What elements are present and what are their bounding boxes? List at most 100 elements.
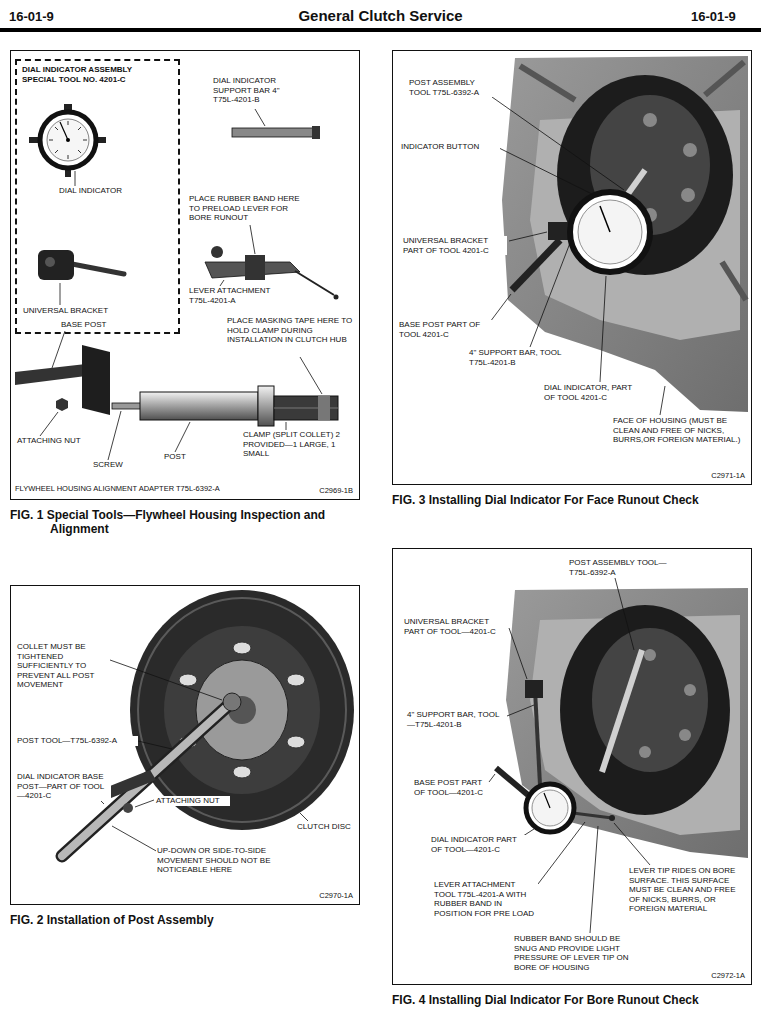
callout-label: LEVER ATTACHMENT TOOL T75L-4201-A WITH R… — [433, 880, 538, 918]
leader-line — [255, 109, 265, 126]
dial-indicator-drawing — [68, 121, 69, 125]
leader-line — [590, 826, 598, 933]
alignment-post-drawing — [274, 396, 338, 420]
clutch-disc-drawing — [138, 598, 346, 822]
callout-label: UNIVERSAL BRACKET PART OF TOOL—4201-C — [403, 617, 508, 636]
leader-line — [507, 705, 534, 716]
tool-group-box: DIAL INDICATOR ASSEMBLY SPECIAL TOOL NO.… — [15, 59, 180, 334]
figure-code: C2970-1A — [319, 891, 353, 900]
callout-label: ATTACHING NUT — [16, 436, 91, 446]
leader-line — [138, 741, 172, 749]
callout-label: DIAL INDICATOR PART OF TOOL—4201-C — [430, 835, 530, 854]
clutch-disc-drawing — [233, 642, 251, 654]
leader-line — [538, 822, 585, 884]
callout-label: BASE POST PART OF TOOL—4201-C — [413, 778, 488, 797]
dial-indicator-photo — [578, 200, 642, 264]
housing-photo — [520, 66, 575, 100]
callout-label: CLAMP (SPLIT COLLET) 2 PROVIDED—1 LARGE,… — [242, 430, 354, 459]
housing-photo — [639, 746, 651, 758]
housing-photo — [506, 588, 748, 858]
post-tool-drawing — [123, 803, 133, 813]
callout-label: POST ASSEMBLY TOOL T75L-6392-A — [408, 78, 498, 97]
base-post-drawing — [82, 345, 110, 415]
callout-label: LEVER TIP RIDES ON BORE SURFACE. THIS SU… — [628, 866, 746, 914]
leader-line — [175, 422, 190, 452]
housing-photo — [506, 588, 748, 858]
page-number: 16-01-9 — [8, 10, 78, 24]
dial-indicator-photo — [532, 790, 568, 826]
leader-line — [489, 774, 495, 782]
page-title: General Clutch Service — [0, 7, 761, 24]
callout-label: DIAL INDICATOR BASE POST—PART OF TOOL—42… — [16, 772, 111, 801]
housing-photo — [560, 605, 730, 815]
dial-indicator-photo — [496, 768, 528, 795]
leader-line — [40, 412, 58, 436]
page-number: 16-01-9 — [690, 10, 756, 24]
leader-line — [490, 97, 665, 415]
dial-indicator-drawing — [78, 150, 81, 153]
callout-label: COLLET MUST BE TIGHTENED SUFFICIENTLY TO… — [16, 642, 110, 690]
clutch-disc-drawing — [164, 626, 320, 794]
housing-photo — [722, 262, 746, 300]
base-post-drawing — [15, 364, 86, 385]
housing-photo — [679, 729, 691, 741]
dial-indicator-drawing — [78, 127, 81, 130]
lever-attachment-drawing — [245, 255, 265, 280]
dial-indicator-drawing — [47, 119, 89, 161]
support-bar-drawing — [232, 126, 320, 139]
lever-attachment-drawing — [295, 271, 334, 295]
callout-label: DIAL INDICATOR SUPPORT BAR 4" T75L-4201-… — [212, 76, 300, 105]
base-post-drawing — [15, 345, 110, 415]
callout-label: PLACE RUBBER BAND HERE TO PRELOAD LEVER … — [188, 194, 312, 223]
leader-line — [492, 97, 624, 190]
housing-photo — [602, 650, 642, 772]
dial-indicator-photo — [535, 690, 540, 785]
callout-label: INDICATOR BUTTON — [400, 142, 500, 152]
figure-frame: C2972-1AFIG. 4 Installing Dial Indicator… — [392, 548, 752, 985]
callout-label: UP-DOWN OR SIDE-TO-SIDE MOVEMENT SHOULD … — [156, 846, 284, 875]
group-heading: DIAL INDICATOR ASSEMBLY SPECIAL TOOL NO.… — [17, 61, 167, 88]
leader-line — [509, 628, 527, 679]
callout-label: BASE POST PART OF TOOL 4201-C — [398, 320, 500, 339]
clutch-disc-drawing — [196, 660, 288, 760]
callout-label: FACE OF HOUSING (MUST BE CLEAN AND FREE … — [612, 416, 742, 445]
leader-line — [108, 411, 121, 460]
clutch-disc-drawing — [287, 736, 305, 748]
alignment-post-drawing — [258, 386, 274, 426]
lever-attachment-drawing — [211, 246, 223, 258]
callout-label: RUBBER BAND SHOULD BE SNUG AND PROVIDE L… — [513, 934, 631, 972]
universal-bracket-drawing — [38, 250, 124, 280]
leader-line — [660, 386, 665, 415]
leader-line — [60, 283, 61, 305]
dial-indicator-photo — [544, 793, 550, 808]
leader-line — [75, 171, 76, 186]
leader-line — [615, 578, 634, 650]
support-bar-drawing — [312, 126, 320, 139]
callout-label: BASE POST — [60, 320, 120, 330]
callout-label: 4" SUPPORT BAR, TOOL—T75L-4201-B — [406, 710, 506, 729]
dial-indicator-photo — [525, 680, 543, 698]
dial-indicator-drawing — [29, 104, 106, 177]
leader-line — [614, 823, 650, 865]
leader-line — [509, 232, 547, 241]
universal-bracket-drawing — [38, 250, 74, 280]
callout-label: UNIVERSAL BRACKET PART OF TOOL 4201-C — [402, 236, 507, 255]
lever-attachment-drawing — [334, 295, 339, 300]
alignment-post-drawing — [112, 386, 338, 426]
clutch-disc-drawing — [130, 590, 354, 830]
leader-line — [135, 800, 154, 807]
housing-photo — [643, 113, 657, 127]
housing-photo — [592, 628, 708, 772]
housing-photo — [644, 649, 656, 661]
housing-photo — [557, 75, 733, 275]
support-bar-drawing — [232, 128, 314, 137]
base-post-drawing — [56, 398, 68, 411]
clutch-disc-drawing — [233, 766, 251, 778]
clutch-disc-drawing — [287, 674, 305, 686]
housing-photo — [681, 188, 695, 202]
leader-line — [52, 331, 65, 368]
alignment-post-drawing — [112, 403, 142, 409]
housing-photo — [705, 62, 744, 95]
